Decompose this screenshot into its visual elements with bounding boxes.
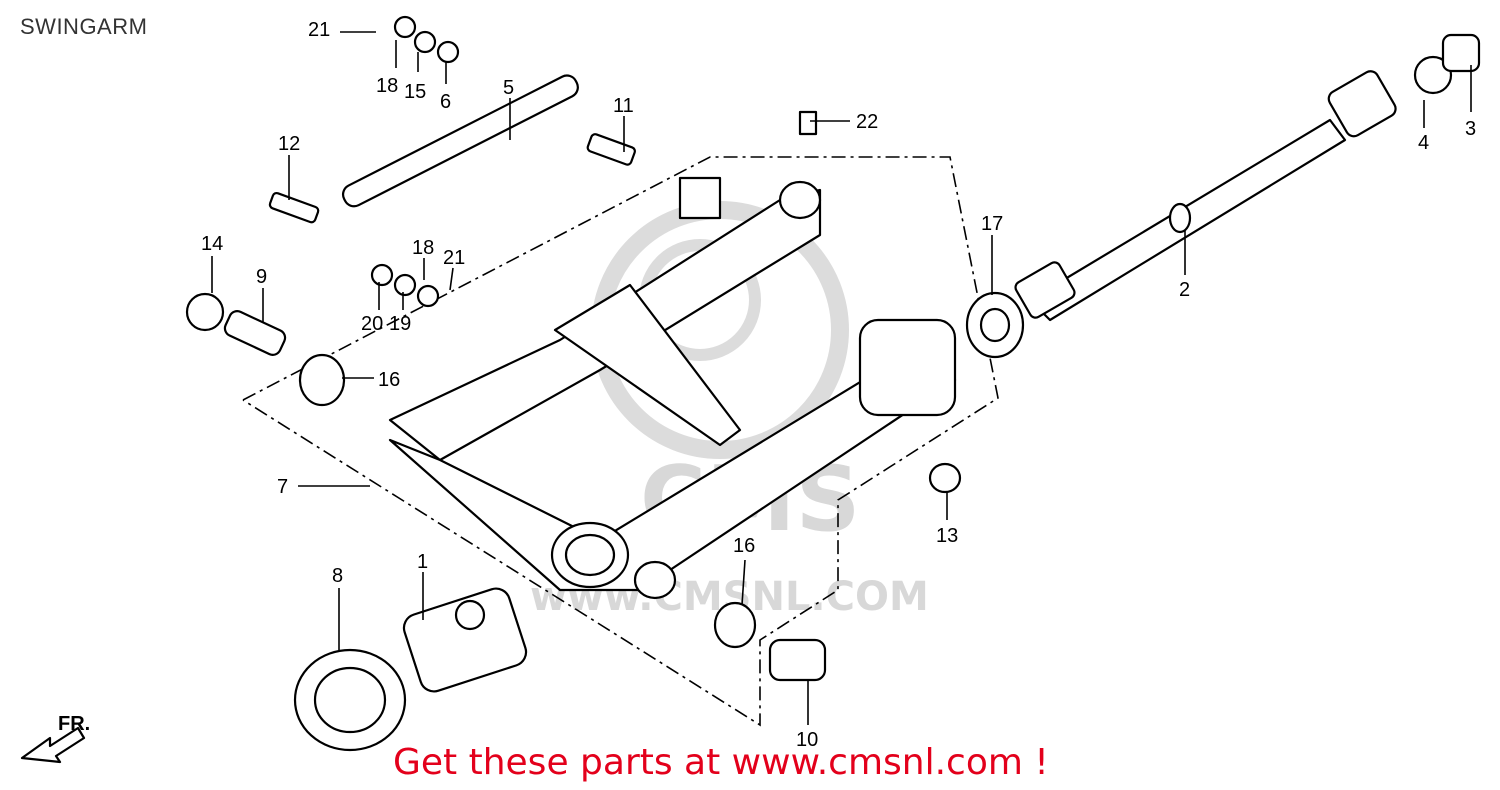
fr-arrow-icon: [20, 726, 86, 764]
callout-14: 14: [201, 233, 223, 255]
callout-21-mid: 21: [443, 247, 465, 269]
callout-1: 1: [417, 551, 428, 573]
callout-22: 22: [856, 111, 878, 133]
callout-4: 4: [1418, 132, 1429, 154]
callout-16-bottom: 16: [733, 535, 755, 557]
callout-3: 3: [1465, 118, 1476, 140]
callout-20: 20: [361, 313, 383, 335]
callout-numbers: 21 18 15 6 5 11 22 12 14 9 18 21 20 19 1…: [201, 19, 1476, 751]
callout-10: 10: [796, 729, 818, 751]
small-parts: FR.: [20, 15, 1481, 764]
callout-18-top: 18: [376, 75, 398, 97]
callout-21-top: 21: [308, 19, 330, 41]
callout-12: 12: [278, 133, 300, 155]
cta-link[interactable]: Get these parts at www.cmsnl.com !: [393, 742, 1049, 783]
callout-8: 8: [332, 565, 343, 587]
callout-16-left: 16: [378, 369, 400, 391]
assembly-outline: [242, 156, 999, 727]
callout-9: 9: [256, 266, 267, 288]
callout-11: 11: [613, 95, 634, 117]
swingarm: [388, 176, 957, 600]
fr-marker: FR.: [58, 713, 90, 735]
callout-6: 6: [440, 91, 451, 113]
page-title: SWINGARM: [20, 14, 148, 39]
callout-7: 7: [277, 476, 288, 498]
callout-17: 17: [981, 213, 1003, 235]
callout-19: 19: [389, 313, 411, 335]
leader-lines: [211, 31, 1472, 725]
callout-5: 5: [503, 77, 514, 99]
callout-18-mid: 18: [412, 237, 434, 259]
drive-shaft: [1014, 70, 1397, 322]
callout-13: 13: [936, 525, 958, 547]
callout-15: 15: [404, 81, 426, 103]
callout-2: 2: [1179, 279, 1190, 301]
